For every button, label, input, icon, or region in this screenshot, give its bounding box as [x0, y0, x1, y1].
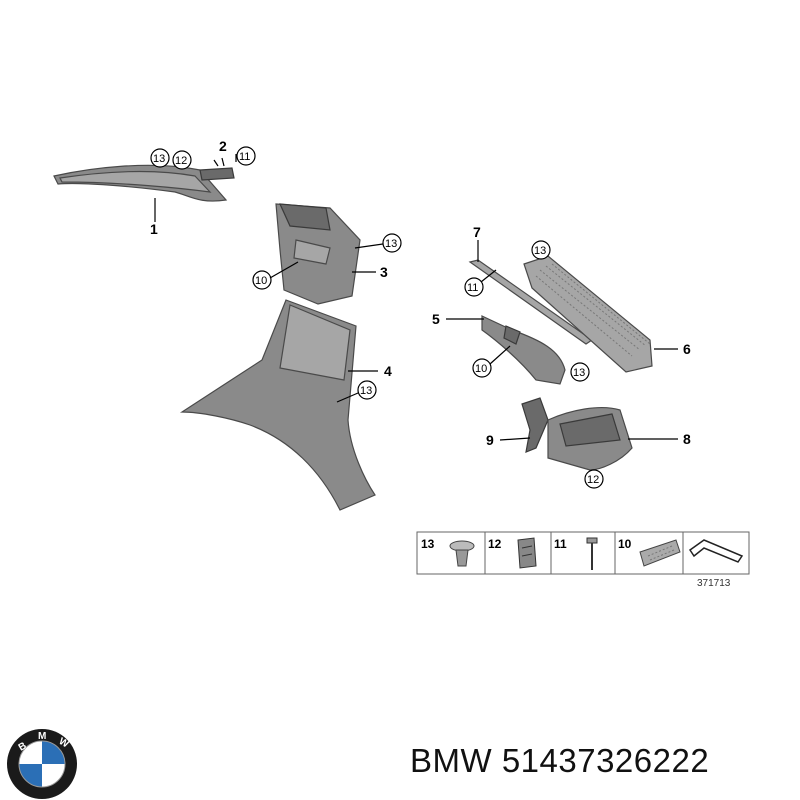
callout-9: 9 [486, 432, 494, 448]
circled-13-b: 13 [385, 238, 397, 250]
callout-8: 8 [683, 431, 691, 447]
part-4-b-pillar-lower-trim [179, 299, 376, 511]
bmw-logo-icon: B M W [7, 729, 77, 799]
circled-12-a: 12 [175, 155, 187, 167]
part-5-side-trim [481, 315, 566, 385]
diagram-code: 371713 [697, 578, 731, 589]
legend-item-12: 12 [488, 537, 502, 551]
callout-1: 1 [150, 221, 158, 237]
circled-10-a: 10 [255, 275, 267, 287]
pad-icon [639, 539, 681, 567]
part-2-clip [199, 157, 235, 181]
screw-icon [586, 537, 598, 570]
callout-4: 4 [384, 363, 392, 379]
circled-11-a: 11 [239, 151, 250, 163]
circled-11-b: 11 [467, 282, 478, 294]
part-8-corner-trim [547, 407, 633, 471]
part-number-label: BMW 51437326222 [410, 742, 710, 779]
part-9-bracket [521, 397, 549, 453]
legend-item-13: 13 [421, 537, 435, 551]
logo-letter-b: B [17, 740, 29, 753]
callout-6: 6 [683, 341, 691, 357]
callout-7: 7 [473, 224, 481, 240]
push-clip-icon [449, 540, 475, 567]
logo-letter-m: M [38, 731, 46, 742]
circled-13-e: 13 [573, 367, 585, 379]
fastener-legend: 13 12 11 10 371713 [416, 531, 750, 589]
legend-item-11: 11 [554, 537, 567, 551]
callout-3: 3 [380, 264, 388, 280]
circled-13-c: 13 [360, 385, 372, 397]
circled-12-b: 12 [587, 474, 599, 486]
part-1-a-pillar-trim [53, 164, 228, 202]
circled-13-a: 13 [153, 153, 165, 165]
circled-13-d: 13 [534, 245, 546, 257]
callout-5: 5 [432, 311, 440, 327]
legend-item-10: 10 [618, 537, 632, 551]
circled-10-b: 10 [475, 363, 487, 375]
callout-2: 2 [219, 138, 227, 154]
part-3-b-pillar-upper-trim [275, 203, 361, 305]
arrow-icon [688, 539, 744, 563]
spring-clip-icon [517, 537, 537, 569]
